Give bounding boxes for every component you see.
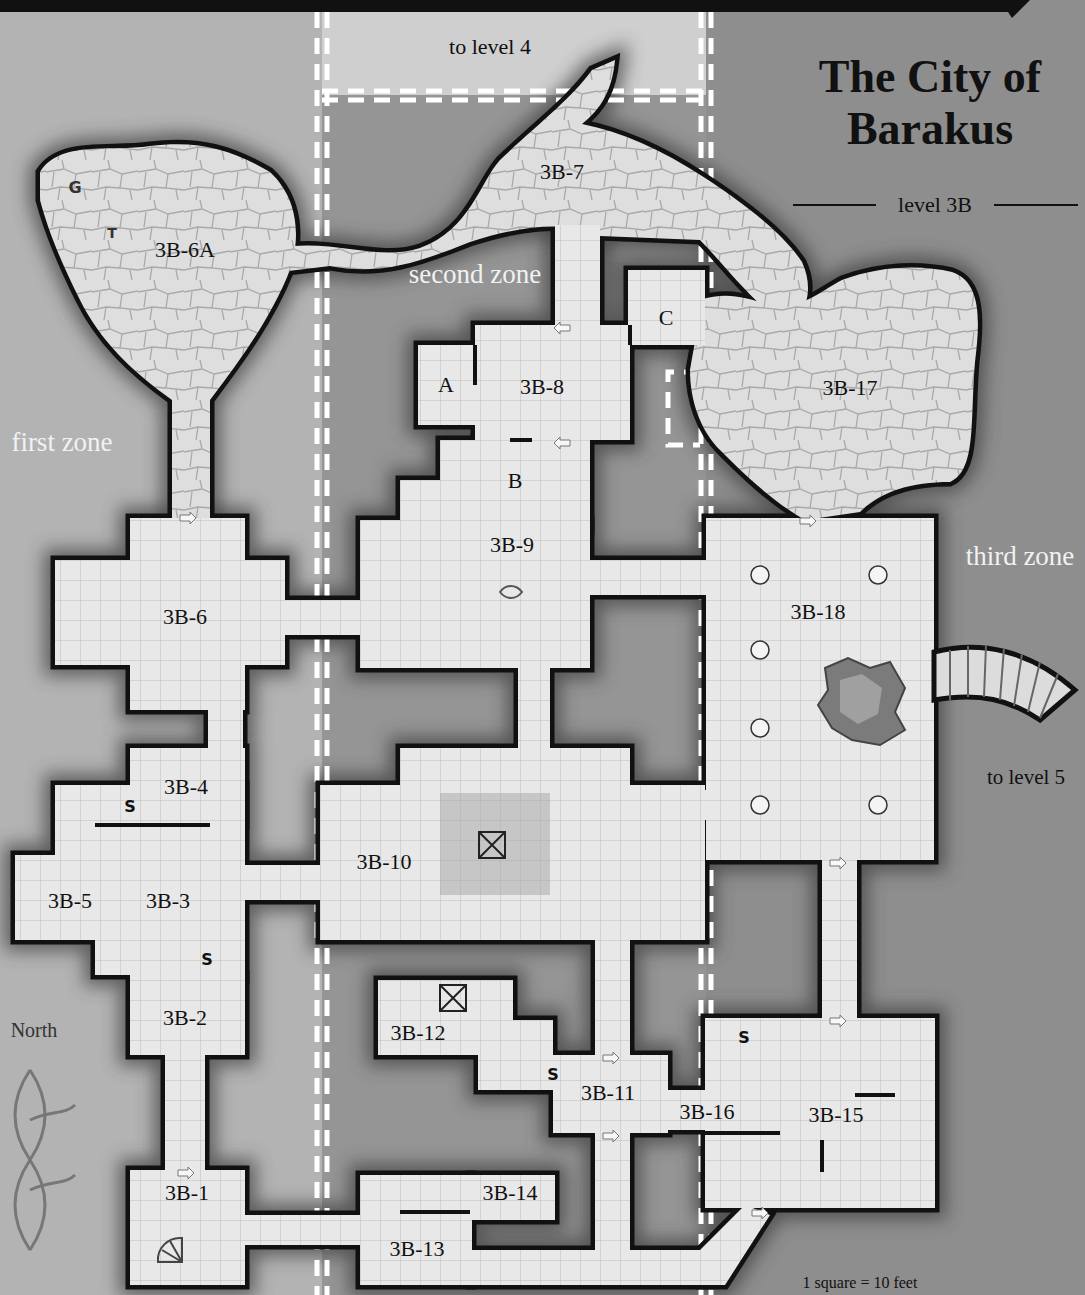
room-number: 3B-8 [520,375,564,399]
room-label-box: 3B-18 [788,599,849,625]
room-number: 3B-17 [823,376,878,400]
room-number: 3B-2 [163,1006,207,1030]
exit-label: to level 4 [449,34,531,59]
room-number: 3B-10 [357,850,412,874]
compass-label: North [11,1019,58,1042]
room-number: 3B-1 [165,1181,209,1205]
room-number: B [508,469,523,493]
room-label-box: 3B-6A [152,237,218,263]
room-label-box: 3B-11 [578,1080,638,1106]
secret-door: S [738,1029,750,1047]
room-label-box: 3B-9 [487,532,537,558]
room-number: 3B-15 [809,1103,864,1127]
room-label-box: 3B-1 [162,1180,212,1206]
room-label-box: 3B-4 [161,774,211,800]
exit-label: to level 5 [987,765,1065,789]
room-number: 3B-4 [164,775,208,799]
secret-door: S [547,1066,559,1084]
room-label-box: 3B-16 [677,1099,738,1125]
room-label-box: C [656,305,677,331]
room-label-box: 3B-15 [806,1102,867,1128]
room-number: 3B-14 [483,1181,538,1205]
room-label-box: 3B-12 [388,1020,449,1046]
room-number: 3B-6A [155,238,215,262]
secret-door: S [124,798,136,816]
room-label-box: B [505,468,526,494]
room-label-box: 3B-2 [160,1005,210,1031]
room-number: A [438,373,454,397]
level-label: level 3B [898,192,972,217]
zone-label: second zone [400,259,550,290]
room-label-box: 3B-8 [517,374,567,400]
room-number: 3B-16 [680,1100,735,1124]
room-number: 3B-6 [163,605,207,629]
zone-label: third zone [965,541,1075,572]
scale-note: 1 square = 10 feet [803,1274,918,1292]
room-label-box: 3B-13 [387,1236,448,1262]
room-number: 3B-3 [146,889,190,913]
secret-door: S [201,951,213,969]
room-number: C [659,306,674,330]
room-number: 3B-7 [540,160,584,184]
room-label-box: 3B-10 [354,849,415,875]
room-label-box: 3B-5 [45,888,95,914]
room-number: 3B-12 [391,1021,446,1045]
map-title: The City of Barakus [785,51,1075,154]
room-label-box: 3B-7 [537,159,587,185]
room-number: 3B-11 [581,1081,635,1105]
room-label-box: 3B-6 [160,604,210,630]
room-number: 3B-13 [390,1237,445,1261]
room-label-box: A [435,372,457,398]
room-number: 3B-18 [791,600,846,624]
room-label-box: 3B-14 [480,1180,541,1206]
room-number: 3B-5 [48,889,92,913]
zone-label: first zone [7,427,117,458]
room-label-box: 3B-3 [143,888,193,914]
room-number: 3B-9 [490,533,534,557]
map-key-letter: G [68,179,81,197]
room-label-box: 3B-17 [820,375,881,401]
map-key-letter: T [107,225,117,241]
